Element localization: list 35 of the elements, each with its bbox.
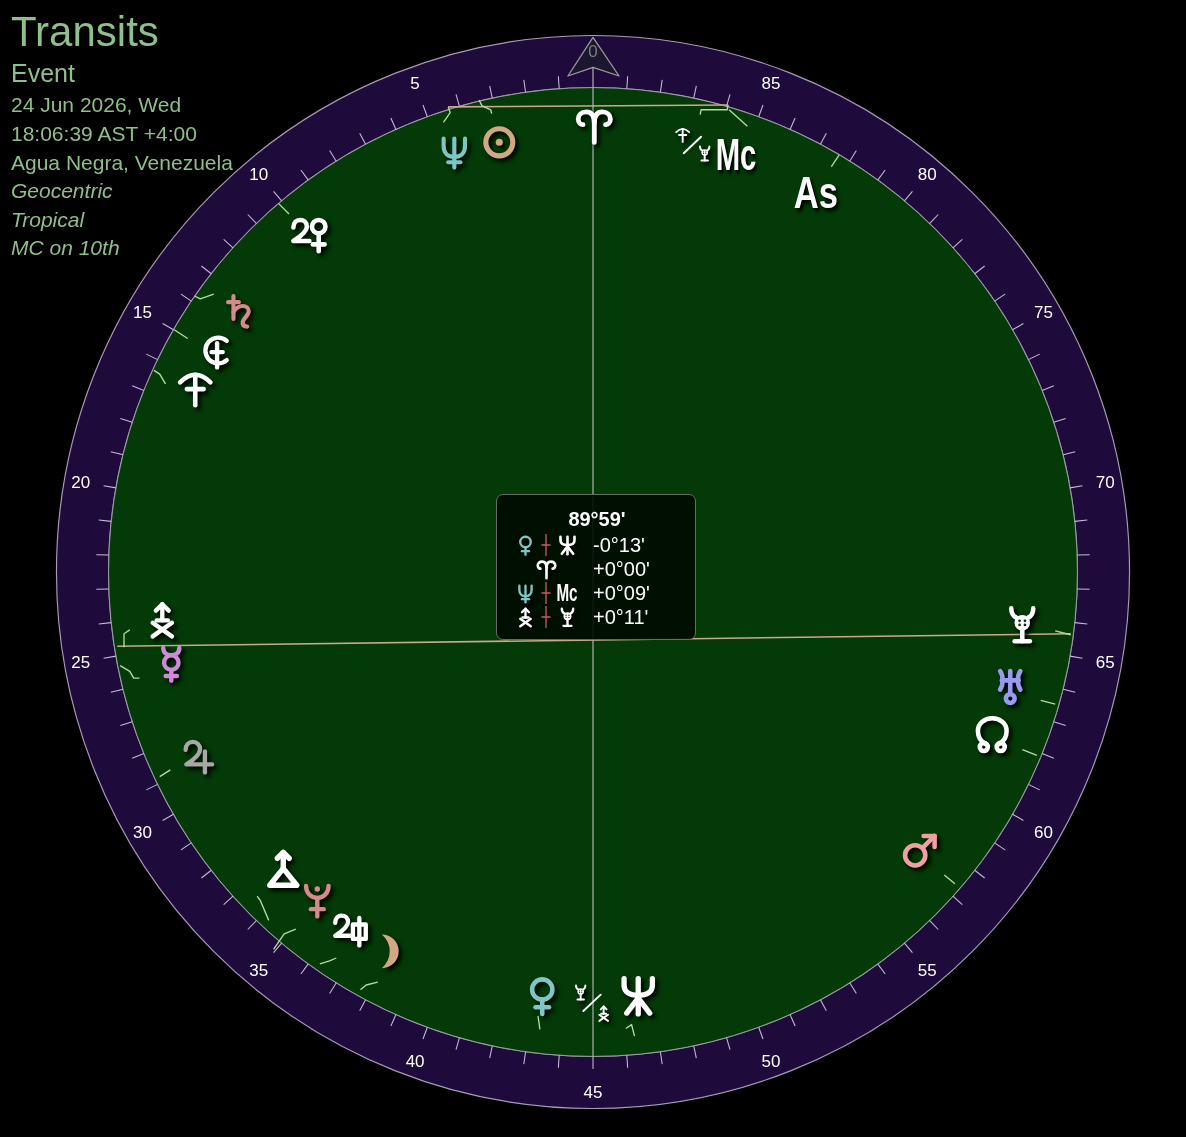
readout-panel: [496, 494, 696, 640]
chart-info-line: MC on 10th: [11, 237, 120, 258]
degree-label: 20: [71, 473, 91, 491]
degree-label: 70: [1095, 473, 1115, 491]
degree-label: 30: [133, 823, 152, 841]
offset-value: +0°09': [593, 583, 650, 603]
degree-label: 10: [249, 165, 269, 183]
degree-label: 15: [133, 303, 152, 321]
degree-label: 45: [583, 1083, 603, 1101]
degree-label: 80: [917, 165, 937, 183]
offset-value: -0°13': [593, 535, 645, 555]
chart-info-line: Geocentric: [11, 180, 113, 201]
degree-label: 0: [588, 42, 598, 60]
chart-point-label: As: [793, 170, 839, 215]
chart-title: Transits: [11, 11, 159, 53]
degree-label: 85: [761, 74, 781, 92]
degree-label: 60: [1034, 823, 1053, 841]
chart-point-label: Mc: [556, 581, 578, 605]
degree-label: 50: [761, 1052, 781, 1070]
chart-subtitle: Event: [11, 61, 75, 86]
chart-info-line: 18:06:39 AST +4:00: [11, 123, 197, 144]
chart-point-label: Mc: [715, 132, 757, 178]
chart-info-line: Tropical: [11, 209, 85, 230]
degree-label: 35: [249, 961, 269, 979]
degree-readout: 89°59': [568, 509, 626, 529]
chart-info-line: 24 Jun 2026, Wed: [11, 94, 182, 115]
offset-value: +0°11': [593, 607, 649, 627]
degree-label: 25: [71, 653, 91, 671]
degree-label: 55: [917, 961, 937, 979]
degree-label: 40: [405, 1052, 425, 1070]
offset-value: +0°00': [593, 559, 650, 579]
degree-label: 65: [1095, 653, 1115, 671]
chart-info-line: Agua Negra, Venezuela: [11, 152, 233, 173]
degree-label: 5: [410, 74, 420, 92]
degree-label: 75: [1034, 303, 1053, 321]
